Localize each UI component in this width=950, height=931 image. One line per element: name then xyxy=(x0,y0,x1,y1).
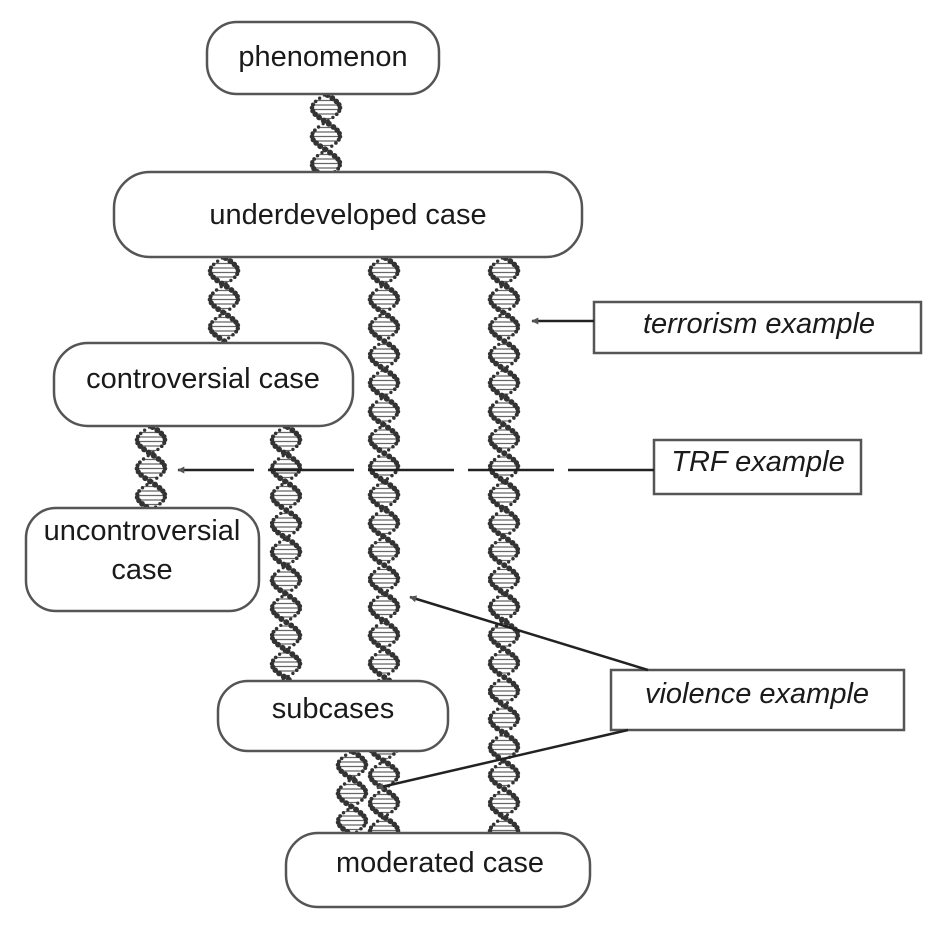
node-phenomenon: phenomenon xyxy=(205,20,441,96)
node-label: subcases xyxy=(272,693,395,725)
dna-helix-icon xyxy=(335,749,369,835)
node-label: moderated case xyxy=(336,847,544,879)
example-violence: violence example xyxy=(609,668,906,732)
dna-helix-icon xyxy=(487,255,521,834)
example-label: violence example xyxy=(645,678,869,710)
example-label: terrorism example xyxy=(643,308,875,340)
dna-helix-icon xyxy=(134,424,168,510)
node-controversial-case: controversial case xyxy=(52,341,355,428)
dna-helix-icon xyxy=(207,255,241,345)
dna-helix-icon xyxy=(309,92,343,175)
node-label: controversial case xyxy=(86,363,320,395)
node-underdeveloped-case: underdeveloped case xyxy=(112,170,584,259)
example-label: TRF example xyxy=(671,446,845,478)
violence-arrow-upper xyxy=(409,595,649,672)
node-label-line1: uncontroversial xyxy=(44,515,241,547)
node-label-line2: case xyxy=(111,554,172,586)
node-box xyxy=(205,20,441,96)
node-box xyxy=(216,679,450,753)
example-box xyxy=(592,300,923,355)
node-label: phenomenon xyxy=(238,41,407,73)
example-box xyxy=(652,438,863,496)
node-box xyxy=(112,170,584,259)
node-uncontroversial-case: uncontroversial case xyxy=(24,506,261,613)
node-box xyxy=(24,506,261,613)
dna-helix-connectors xyxy=(134,92,521,835)
dna-helix-icon xyxy=(269,424,303,683)
node-box xyxy=(284,831,592,909)
example-terrorism: terrorism example xyxy=(592,300,923,355)
node-subcases: subcases xyxy=(216,679,450,753)
example-box xyxy=(609,668,906,732)
node-label: underdeveloped case xyxy=(209,199,486,231)
violence-arrow-lower xyxy=(376,728,629,790)
node-box xyxy=(52,341,355,428)
node-moderated-case: moderated case xyxy=(284,831,592,909)
example-trf: TRF example xyxy=(652,438,863,496)
